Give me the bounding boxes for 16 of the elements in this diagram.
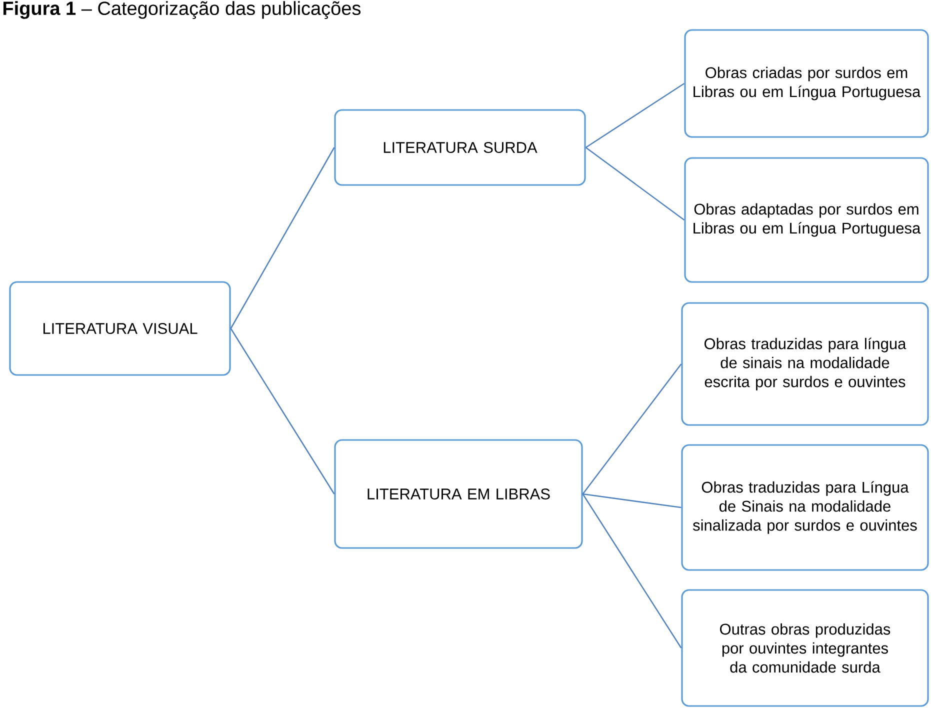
text-box: Obras criadas por surdos em Libras ou em Língua Portuguesa [684,29,929,138]
text-box: LITERATURA EM LIBRAS [334,439,583,549]
text-box: LITERATURA VISUAL [9,281,231,376]
connector-line [585,146,685,221]
connector-line [585,82,685,148]
connector-line [230,328,335,494]
text-box: Outras obras produzidas por ouvintes integrantes da comunidade surda [681,589,929,707]
connector-line [582,494,682,648]
text-box: Obras adaptadas por surdos em Libras ou em Língua Portuguesa [684,157,929,283]
connector-line [582,364,682,494]
text-box: Obras traduzidas para língua de sinais na modalidade escrita por surdos e ouvintes [681,302,929,426]
text-box: LITERATURA SURDA [334,109,586,186]
figure-title: Figura 1 – Categorização das publicações [3,1,361,19]
connector-line [582,493,682,508]
text-box: Obras traduzidas para Língua de Sinais na modalidade sinalizada por surdos e ouvintes [681,444,929,571]
connector-line [230,147,335,329]
